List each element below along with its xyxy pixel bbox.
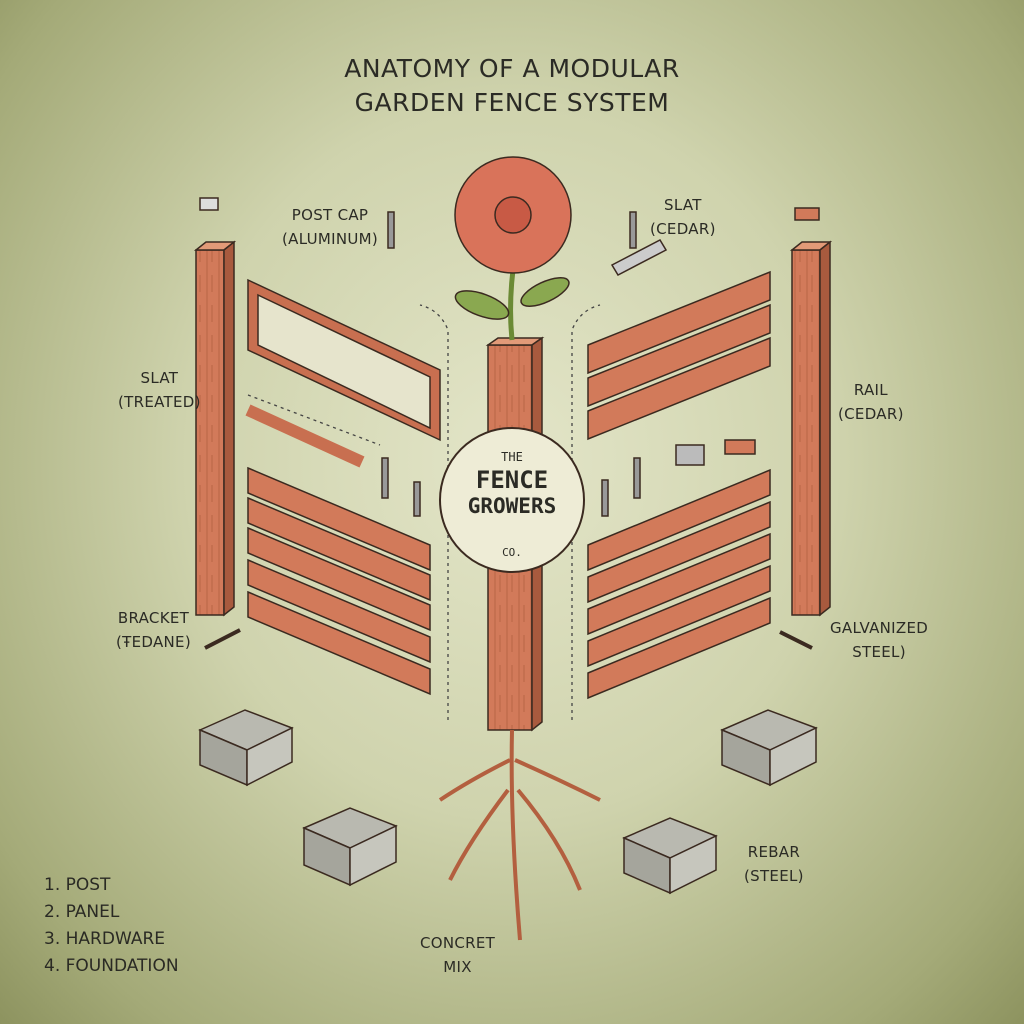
- label-text: REBAR: [747, 843, 801, 861]
- label-text: STEEL): [852, 643, 906, 661]
- label-text: (CEDAR): [650, 220, 716, 238]
- label-text: SLAT: [140, 369, 179, 387]
- concrete-footings: [198, 709, 818, 895]
- label-rebar: REBAR (STEEL): [744, 840, 804, 888]
- left-slats: [247, 466, 431, 696]
- logo-fence: FENCE: [475, 466, 549, 494]
- label-bracket: BRACKET (ŦEDANE): [116, 606, 191, 654]
- title-line-1: ANATOMY OF A MODULAR: [344, 54, 680, 83]
- logo-the: THE: [501, 450, 523, 464]
- logo-growers: GROWERS: [467, 494, 557, 518]
- label-text: GALVANIZED: [830, 619, 929, 637]
- right-slats: [587, 468, 771, 700]
- legend-item: 1. POST: [44, 875, 111, 895]
- label-text: POST CAP: [291, 206, 369, 224]
- label-text: SLAT: [664, 196, 702, 214]
- legend-item: 2. PANEL: [44, 902, 120, 922]
- label-text: BRACKET: [117, 609, 190, 627]
- right-cedar-slats: [587, 270, 771, 441]
- label-text: (ŦEDANE): [116, 633, 191, 651]
- post-cap-icon: [199, 197, 219, 211]
- label-text: MIX: [443, 958, 472, 976]
- screw-icons: [204, 211, 813, 650]
- label-text: CONCRET: [420, 934, 496, 952]
- left-post: [193, 197, 237, 617]
- flower-icon: [454, 156, 572, 274]
- logo-badge: [439, 427, 585, 573]
- roots: [438, 729, 601, 941]
- label-text: (ALUMINUM): [282, 230, 379, 248]
- label-text: (STEEL): [744, 867, 804, 885]
- label-post-cap: POST CAP (ALUMINUM): [282, 203, 378, 251]
- page-title: ANATOMY OF A MODULAR GARDEN FENCE SYSTEM: [0, 52, 1024, 120]
- logo-co: CO.: [502, 546, 522, 559]
- label-galvanized-steel: GALVANIZED STEEL): [830, 616, 928, 664]
- label-text: (CEDAR): [838, 405, 904, 423]
- legend-list: 1. POST 2. PANEL 3. HARDWARE 4. FOUNDATI…: [44, 872, 179, 980]
- right-post: [789, 207, 833, 617]
- label-concrete-mix: CONCRET MIX: [420, 931, 495, 979]
- label-text: RAIL: [853, 381, 888, 399]
- title-line-2: GARDEN FENCE SYSTEM: [354, 88, 670, 117]
- lattice-panel: [247, 278, 441, 442]
- legend-item: 3. HARDWARE: [44, 929, 166, 949]
- label-text: (TREATED): [118, 393, 201, 411]
- label-slat-cedar: SLAT (CEDAR): [650, 193, 716, 241]
- label-rail-cedar: RAIL (CEDAR): [838, 378, 904, 426]
- legend-item: 4. FOUNDATION: [44, 956, 179, 976]
- label-slat-treated: SLAT (TREATED): [118, 366, 201, 414]
